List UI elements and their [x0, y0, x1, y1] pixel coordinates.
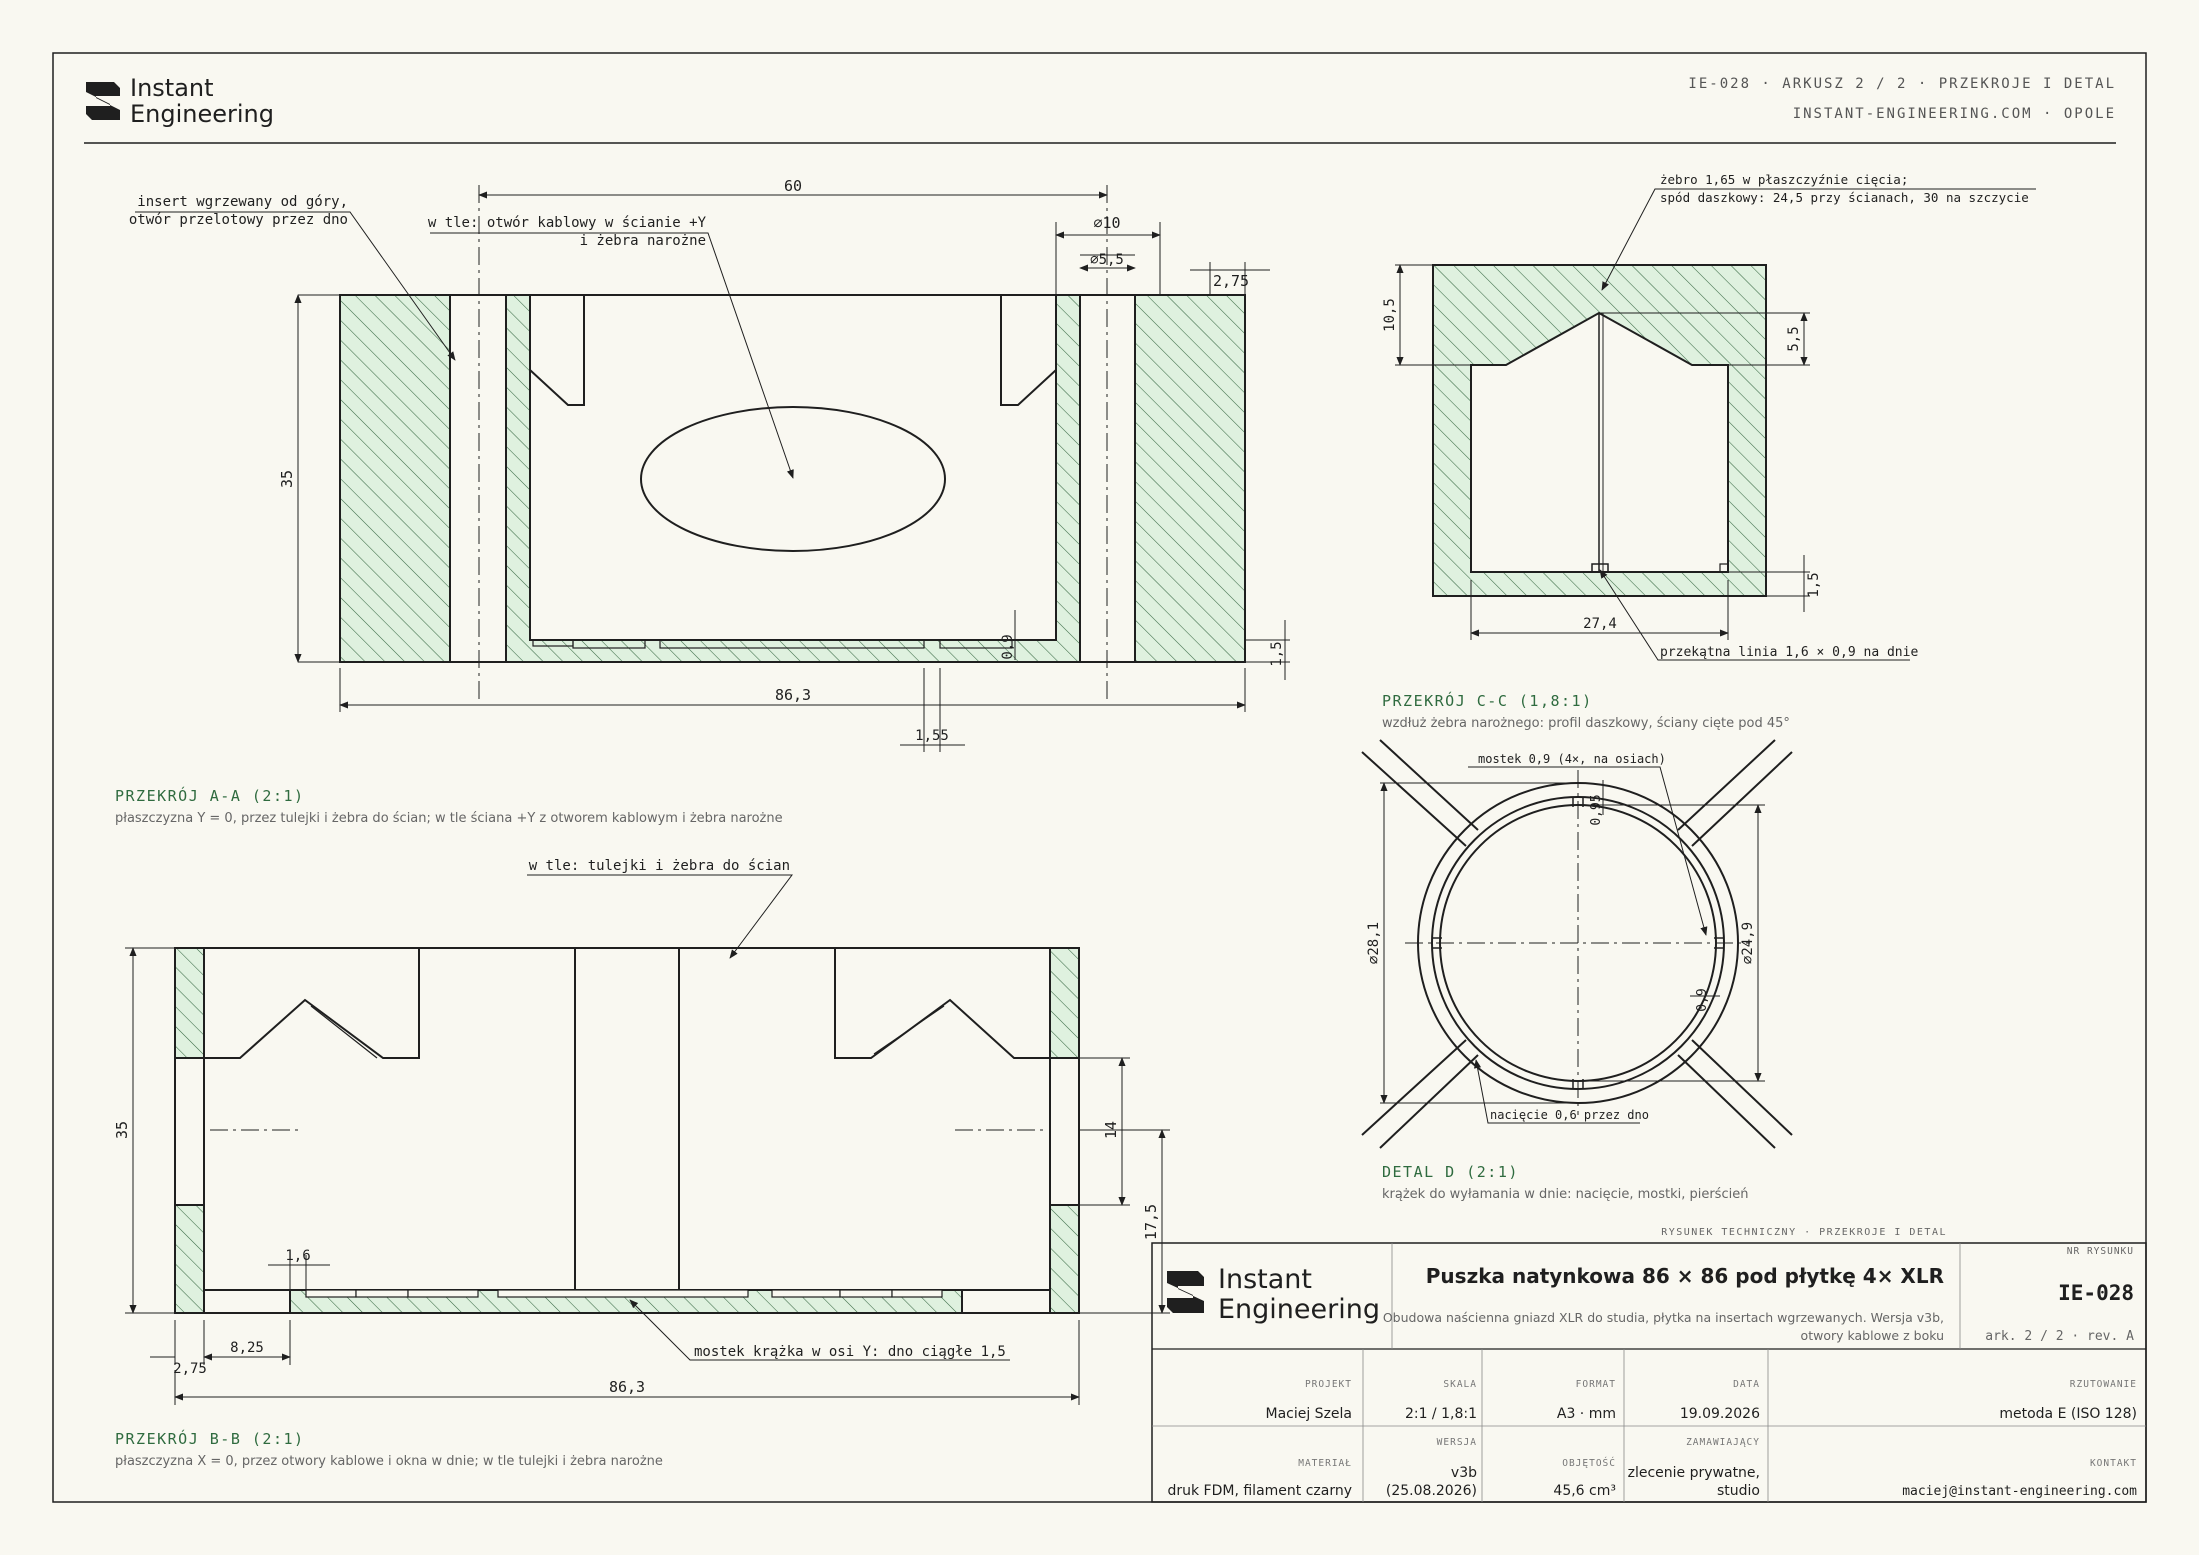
dim-2-75-bb: 2,75	[173, 1361, 207, 1377]
drawing-description-line1: Obudowa naścienna gniazd XLR do studia, …	[1383, 1310, 1944, 1325]
note-insert-line1: insert wgrzewany od góry,	[137, 194, 348, 210]
projekt-value: Maciej Szela	[1265, 1406, 1352, 1422]
dim-86-3-bb: 86,3	[609, 1378, 645, 1396]
brand-name-line2: Engineering	[130, 100, 274, 128]
rzutowanie-value: metoda E (ISO 128)	[1999, 1406, 2137, 1422]
detail-d-title: DETAL D (2:1)	[1382, 1163, 1519, 1181]
zamawiajacy-value-line1: zlecenie prywatne,	[1628, 1465, 1760, 1481]
drawing-description-line2: otwory kablowe z boku	[1801, 1328, 1944, 1343]
dim-d28-1: ⌀28,1	[1366, 922, 1382, 964]
wersja-label: WERSJA	[1437, 1437, 1477, 1448]
note-notch: nacięcie 0,6 przez dno	[1490, 1108, 1649, 1122]
note-insert-line2: otwór przelotowy przez dno	[129, 212, 348, 228]
dim-27-4: 27,4	[1583, 616, 1617, 632]
kontakt-label: KONTAKT	[2090, 1458, 2137, 1469]
section-cc-title: PRZEKRÓJ C-C (1,8:1)	[1382, 691, 1593, 710]
title-block: RYSUNEK TECHNICZNY · PRZEKROJE I DETAL I…	[1151, 1227, 2147, 1503]
data-value: 19.09.2026	[1680, 1406, 1760, 1422]
rzutowanie-label: RZUTOWANIE	[2070, 1379, 2137, 1390]
sheet-reference: IE-028 · ARKUSZ 2 / 2 · PRZEKROJE I DETA…	[1688, 76, 2116, 92]
dim-1-5-cc: 1,5	[1806, 572, 1822, 597]
sheet-border	[52, 52, 2147, 1503]
dim-17-5: 17,5	[1142, 1204, 1160, 1240]
material-value: druk FDM, filament czarny	[1167, 1483, 1352, 1499]
titleblock-logo-icon	[1167, 1271, 1204, 1313]
section-cc: 10,5 5,5 1,5 27,4 żebro 1,65 w płaszczyź…	[1382, 172, 2036, 731]
section-bb-subtitle: płaszczyzna X = 0, przez otwory kablowe …	[115, 1454, 663, 1469]
note-background-bb: w tle: tulejki i żebra do ścian	[529, 858, 790, 874]
section-cc-subtitle: wzdłuż żebra narożnego: profil daszkowy,…	[1382, 716, 1790, 731]
titleblock-brand-line1: Instant	[1218, 1264, 1312, 1295]
dim-1-5: 1,5	[1269, 641, 1285, 666]
kontakt-email[interactable]: maciej@instant-engineering.com	[1902, 1484, 2137, 1499]
wersja-value-line1: v3b	[1451, 1465, 1477, 1481]
section-aa: 60 ⌀10 ⌀5,5 2,75 35 0,9 1,5 86,3	[115, 177, 1290, 826]
detail-d-subtitle: krążek do wyłamania w dnie: nacięcie, mo…	[1382, 1187, 1748, 1202]
format-label: FORMAT	[1576, 1379, 1616, 1390]
dim-2-75: 2,75	[1213, 272, 1249, 290]
note-bridge-bb: mostek krążka w osi Y: dno ciągłe 1,5	[694, 1344, 1006, 1360]
note-rib-line2: spód daszkowy: 24,5 przy ścianach, 30 na…	[1660, 190, 2029, 205]
dim-8-25: 8,25	[230, 1340, 264, 1356]
drawing-number-label: NR RYSUNKU	[2067, 1246, 2134, 1257]
note-rib-line1: żebro 1,65 w płaszczyźnie cięcia;	[1660, 172, 1908, 187]
sheet-revision: ark. 2 / 2 · rev. A	[1985, 1329, 2134, 1344]
dim-60: 60	[784, 177, 802, 195]
dim-5-5: 5,5	[1786, 326, 1802, 351]
titleblock-brand-line2: Engineering	[1218, 1294, 1380, 1325]
material-label: MATERIAŁ	[1298, 1458, 1352, 1469]
dim-86-3: 86,3	[775, 686, 811, 704]
zamawiajacy-value-line2: studio	[1717, 1483, 1760, 1499]
note-diagonal: przekątna linia 1,6 × 0,9 na dnie	[1660, 645, 1918, 660]
format-value: A3 · mm	[1557, 1406, 1616, 1422]
dim-d24-9: ⌀24,9	[1740, 922, 1756, 964]
section-bb: 35 14 17,5 1,6 8,25 2,75 86,3 w tle: tul…	[113, 858, 1170, 1469]
brand-logo-icon	[86, 82, 120, 120]
note-background-line1: w tle: otwór kablowy w ścianie +Y	[428, 215, 707, 231]
titleblock-caption: RYSUNEK TECHNICZNY · PRZEKROJE I DETAL	[1661, 1227, 1947, 1238]
section-aa-subtitle: płaszczyzna Y = 0, przez tulejki i żebra…	[115, 811, 783, 826]
dim-0-9-d: 0,9	[1695, 988, 1710, 1011]
drawing-title: Puszka natynkowa 86 × 86 pod płytkę 4× X…	[1426, 1264, 1944, 1288]
site-address: INSTANT-ENGINEERING.COM · OPOLE	[1793, 106, 2116, 122]
note-background-line2: i żebra narożne	[580, 233, 706, 249]
dim-d10: ⌀10	[1093, 214, 1120, 232]
brand-name-line1: Instant	[130, 74, 214, 102]
zamawiajacy-label: ZAMAWIAJĄCY	[1686, 1437, 1760, 1448]
section-aa-title: PRZEKRÓJ A-A (2:1)	[115, 786, 305, 805]
skala-label: SKALA	[1443, 1379, 1477, 1390]
dim-35-bb: 35	[113, 1121, 131, 1139]
wersja-value-line2: (25.08.2026)	[1386, 1483, 1477, 1499]
detail-d: ⌀28,1 ⌀24,9 0,95 0,9 mostek 0,9 (4×, na …	[1361, 739, 1793, 1202]
dim-d5-5: ⌀5,5	[1090, 252, 1124, 268]
projekt-label: PROJEKT	[1305, 1379, 1352, 1390]
section-bb-title: PRZEKRÓJ B-B (2:1)	[115, 1429, 305, 1448]
drawing-number: IE-028	[2058, 1281, 2134, 1305]
data-label: DATA	[1733, 1379, 1760, 1390]
objetosc-label: OBJĘTOŚĆ	[1562, 1457, 1616, 1469]
dim-1-55: 1,55	[915, 728, 949, 744]
objetosc-value: 45,6 cm³	[1553, 1483, 1616, 1499]
note-bridge: mostek 0,9 (4×, na osiach)	[1478, 752, 1666, 766]
skala-value: 2:1 / 1,8:1	[1405, 1406, 1477, 1422]
dim-0-95: 0,95	[1589, 794, 1604, 825]
dim-1-6: 1,6	[285, 1248, 310, 1264]
dim-35: 35	[278, 470, 296, 488]
dim-0-9: 0,9	[1000, 634, 1016, 659]
header: Instant Engineering IE-028 · ARKUSZ 2 / …	[84, 74, 2116, 144]
dim-10-5: 10,5	[1382, 298, 1398, 332]
